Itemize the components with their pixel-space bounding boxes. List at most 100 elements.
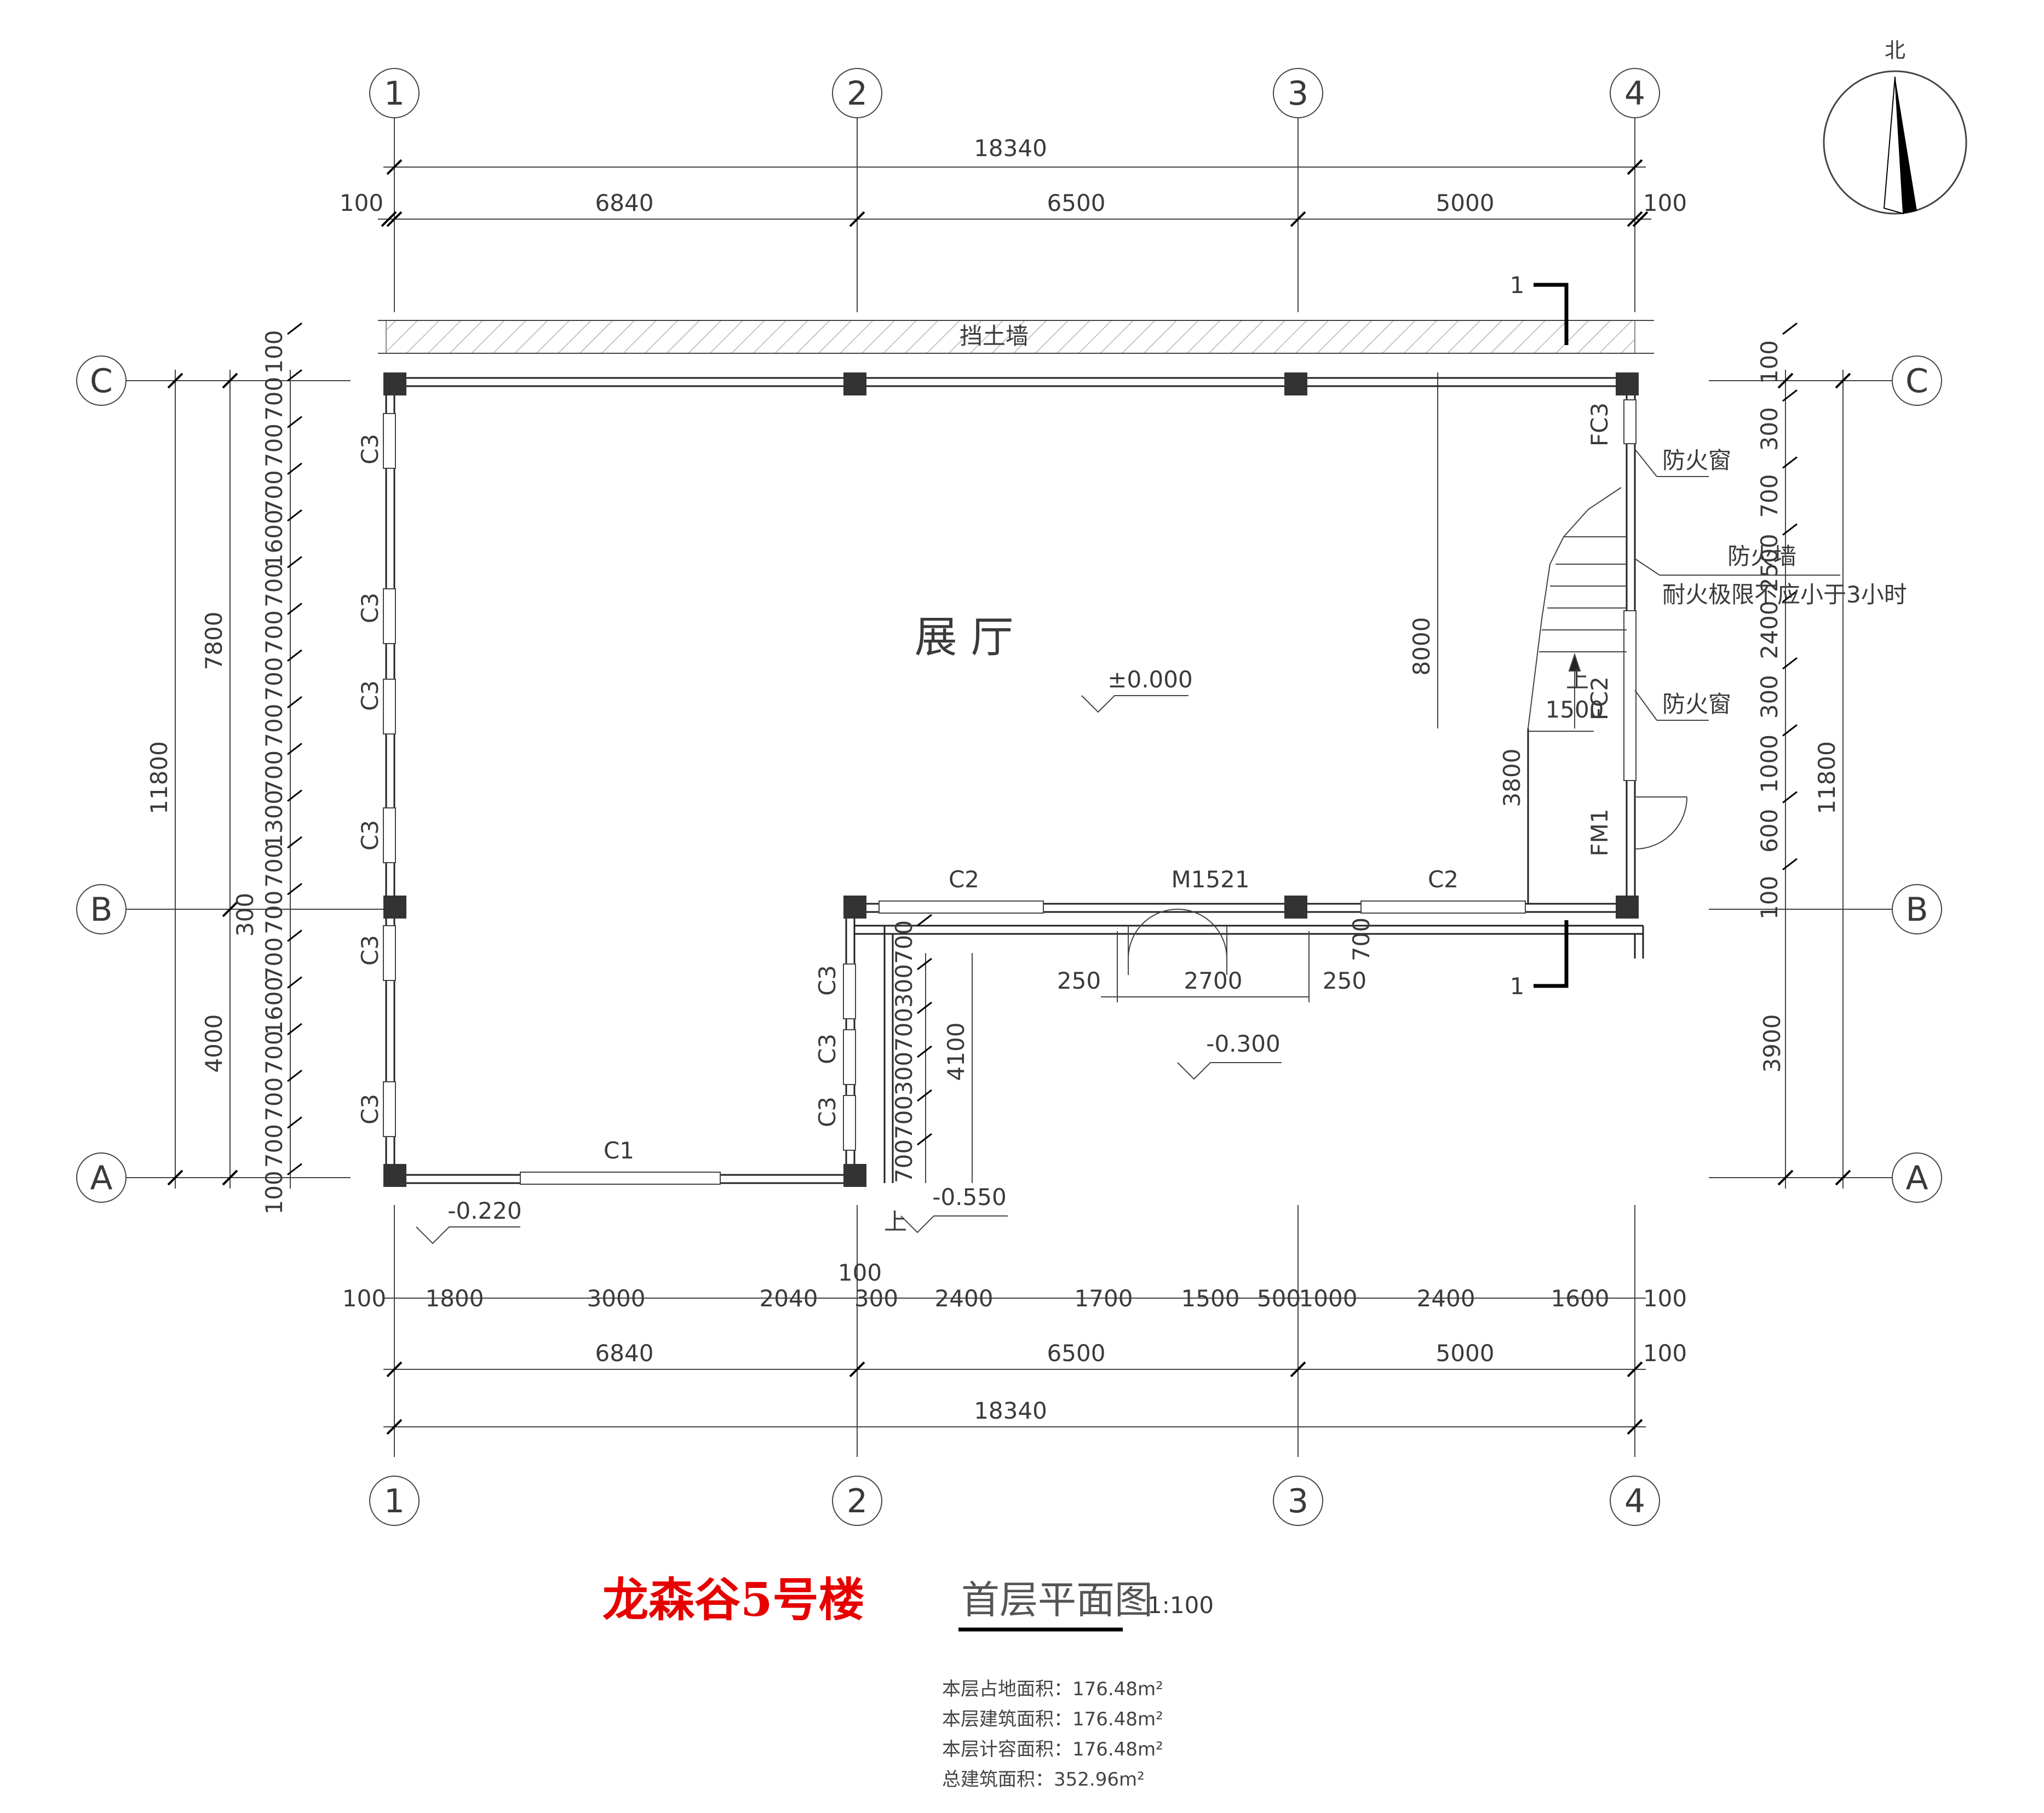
dim-door-250-left: 250 xyxy=(1057,967,1101,994)
dim-left-window-12: 700 xyxy=(261,844,288,887)
dim-c3-tick-5 xyxy=(917,1089,932,1102)
vertical-dimension-texts: 11800 7800 4000 300 11800 3900 8000 3800… xyxy=(146,612,1840,1081)
dim-top-total: 18340 xyxy=(974,135,1047,162)
dim-right-segment-tick-2 xyxy=(1782,389,1798,402)
axis-label-4-bottom: 4 xyxy=(1624,1482,1645,1521)
dim-left-7800: 7800 xyxy=(200,612,227,670)
dim-bottom-detail-13: 100 xyxy=(1643,1285,1687,1312)
stat-building-area: 本层建筑面积：176.48m² xyxy=(942,1708,1163,1730)
dim-bottom-total: 18340 xyxy=(974,1397,1047,1424)
door-fm1 xyxy=(1634,796,1687,850)
dim-left-window-tick-19 xyxy=(287,1163,302,1175)
title-block: 龙森谷5号楼 首层平面图 1:100 本层占地面积：176.48m² 本层建筑面… xyxy=(602,1573,1214,1791)
dim-bottom-detail-2: 1800 xyxy=(426,1285,484,1312)
left-window-dimensions: 1007007007001600700700700700700130070070… xyxy=(261,322,302,1214)
axis-label-3-bottom: 3 xyxy=(1288,1482,1308,1521)
dim-right-3900: 3900 xyxy=(1759,1014,1785,1073)
dimension-texts: 18340 100 6840 6500 5000 100 100 1800 30… xyxy=(340,135,1687,1424)
dim-top-6500: 6500 xyxy=(1047,190,1106,216)
dim-left-window-11: 1300 xyxy=(261,790,288,848)
dim-right-segment-9: 100 xyxy=(1756,876,1783,920)
axis-label-2-bottom: 2 xyxy=(847,1482,868,1521)
window-label-c3-3: C3 xyxy=(357,680,383,711)
axis-label-1-top: 1 xyxy=(384,74,405,113)
stat-footprint: 本层占地面积：176.48m² xyxy=(942,1678,1163,1700)
fire-window-label-bottom: 防火窗 xyxy=(1662,691,1731,718)
dim-bottom-detail-6: 2400 xyxy=(935,1285,994,1312)
dim-bottom-6500: 6500 xyxy=(1047,1340,1106,1367)
dim-bottom-6840: 6840 xyxy=(595,1340,654,1367)
dim-inner-8000: 8000 xyxy=(1408,617,1435,676)
dim-left-window-tick-2 xyxy=(287,369,302,382)
dim-left-window-16: 700 xyxy=(261,1031,288,1075)
building-walls xyxy=(383,377,1644,1184)
axis-bubbles xyxy=(76,68,1942,1526)
dim-left-window-3: 700 xyxy=(261,423,288,467)
stat-total-area: 总建筑面积：352.96m² xyxy=(942,1769,1145,1791)
dim-left-window-tick-17 xyxy=(287,1070,302,1082)
dim-bottom-100-right: 100 xyxy=(1643,1340,1687,1367)
dim-right-segment-tick-3 xyxy=(1782,456,1798,469)
dim-left-window-tick-16 xyxy=(287,1023,302,1036)
dim-top-6840: 6840 xyxy=(595,190,654,216)
dim-right-segment-3: 700 xyxy=(1756,474,1783,518)
retaining-wall xyxy=(378,320,1654,354)
dim-c3-6: 700 xyxy=(891,1139,917,1183)
dim-right-segment-1: 100 xyxy=(1756,340,1783,384)
floor-level-label: ±0.000 xyxy=(1107,666,1192,693)
elevation-markers xyxy=(416,695,1282,1244)
dim-right-segment-tick-5 xyxy=(1782,590,1798,603)
fire-wall-label: 防火墙 xyxy=(1727,543,1796,570)
dim-inner-1500: 1500 xyxy=(1546,696,1604,723)
window-label-c2-right: C2 xyxy=(1428,866,1459,893)
dim-bottom-detail-4: 2040 xyxy=(760,1285,818,1312)
fire-wall-note: 耐火极限不应小于3小时 xyxy=(1662,581,1907,608)
dim-bottom-detail-1: 100 xyxy=(342,1285,386,1312)
dim-left-window-tick-10 xyxy=(287,743,302,755)
north-arrow xyxy=(1823,70,1967,215)
dim-c3-5: 700 xyxy=(891,1095,917,1139)
dim-left-window-tick-1 xyxy=(287,322,302,335)
dim-right-segment-4: 2500 xyxy=(1756,533,1783,592)
dim-left-window-tick-3 xyxy=(287,416,302,428)
dim-bottom-detail-8: 1500 xyxy=(1181,1285,1240,1312)
axis-label-a-left: A xyxy=(90,1159,112,1197)
dim-left-window-7: 700 xyxy=(261,610,288,654)
dim-left-window-8: 700 xyxy=(261,657,288,701)
axis-label-1-bottom: 1 xyxy=(384,1482,405,1521)
section-mark-bottom: 1 xyxy=(1510,973,1525,1000)
dim-left-window-tick-11 xyxy=(287,789,302,802)
window-label-c3-7: C3 xyxy=(814,965,841,996)
window-label-fc3: FC3 xyxy=(1586,403,1613,446)
dim-left-window-5: 1600 xyxy=(261,509,288,568)
dim-left-window-2: 700 xyxy=(261,377,288,421)
window-label-c3-6: C3 xyxy=(357,1094,383,1124)
dim-left-window-9: 700 xyxy=(261,704,288,748)
dim-bottom-detail-12: 1600 xyxy=(1551,1285,1610,1312)
dim-left-window-18: 700 xyxy=(261,1124,288,1168)
dim-left-window-6: 700 xyxy=(261,564,288,607)
dim-right-segment-tick-9 xyxy=(1782,858,1798,870)
dim-bottom-detail-10: 1000 xyxy=(1299,1285,1358,1312)
dim-door-700: 700 xyxy=(1348,917,1375,961)
dim-inner-4100: 4100 xyxy=(943,1023,969,1081)
dim-right-segment-8: 600 xyxy=(1756,809,1783,853)
dim-left-300: 300 xyxy=(232,893,259,937)
stat-gross-area: 本层计容面积：176.48m² xyxy=(942,1739,1163,1760)
section-marks xyxy=(1534,283,1569,988)
window-label-c3-4: C3 xyxy=(357,820,383,851)
axis-label-c-right: C xyxy=(1905,362,1928,400)
dim-top-100-left: 100 xyxy=(340,190,383,216)
entry-level-label: -0.550 xyxy=(932,1184,1006,1210)
dim-c3-tick-4 xyxy=(917,1045,932,1058)
dim-right-segment-tick-8 xyxy=(1782,791,1798,804)
door-label-fm1: FM1 xyxy=(1586,808,1613,856)
dim-left-window-tick-12 xyxy=(287,836,302,849)
dim-c3-4: 300 xyxy=(891,1052,917,1095)
dim-left-window-4: 700 xyxy=(261,470,288,514)
dim-right-segment-2: 300 xyxy=(1756,407,1783,451)
dim-bottom-detail-3: 3000 xyxy=(587,1285,646,1312)
plan-scale: 1:100 xyxy=(1147,1592,1214,1619)
dimension-lines xyxy=(175,167,1844,1427)
